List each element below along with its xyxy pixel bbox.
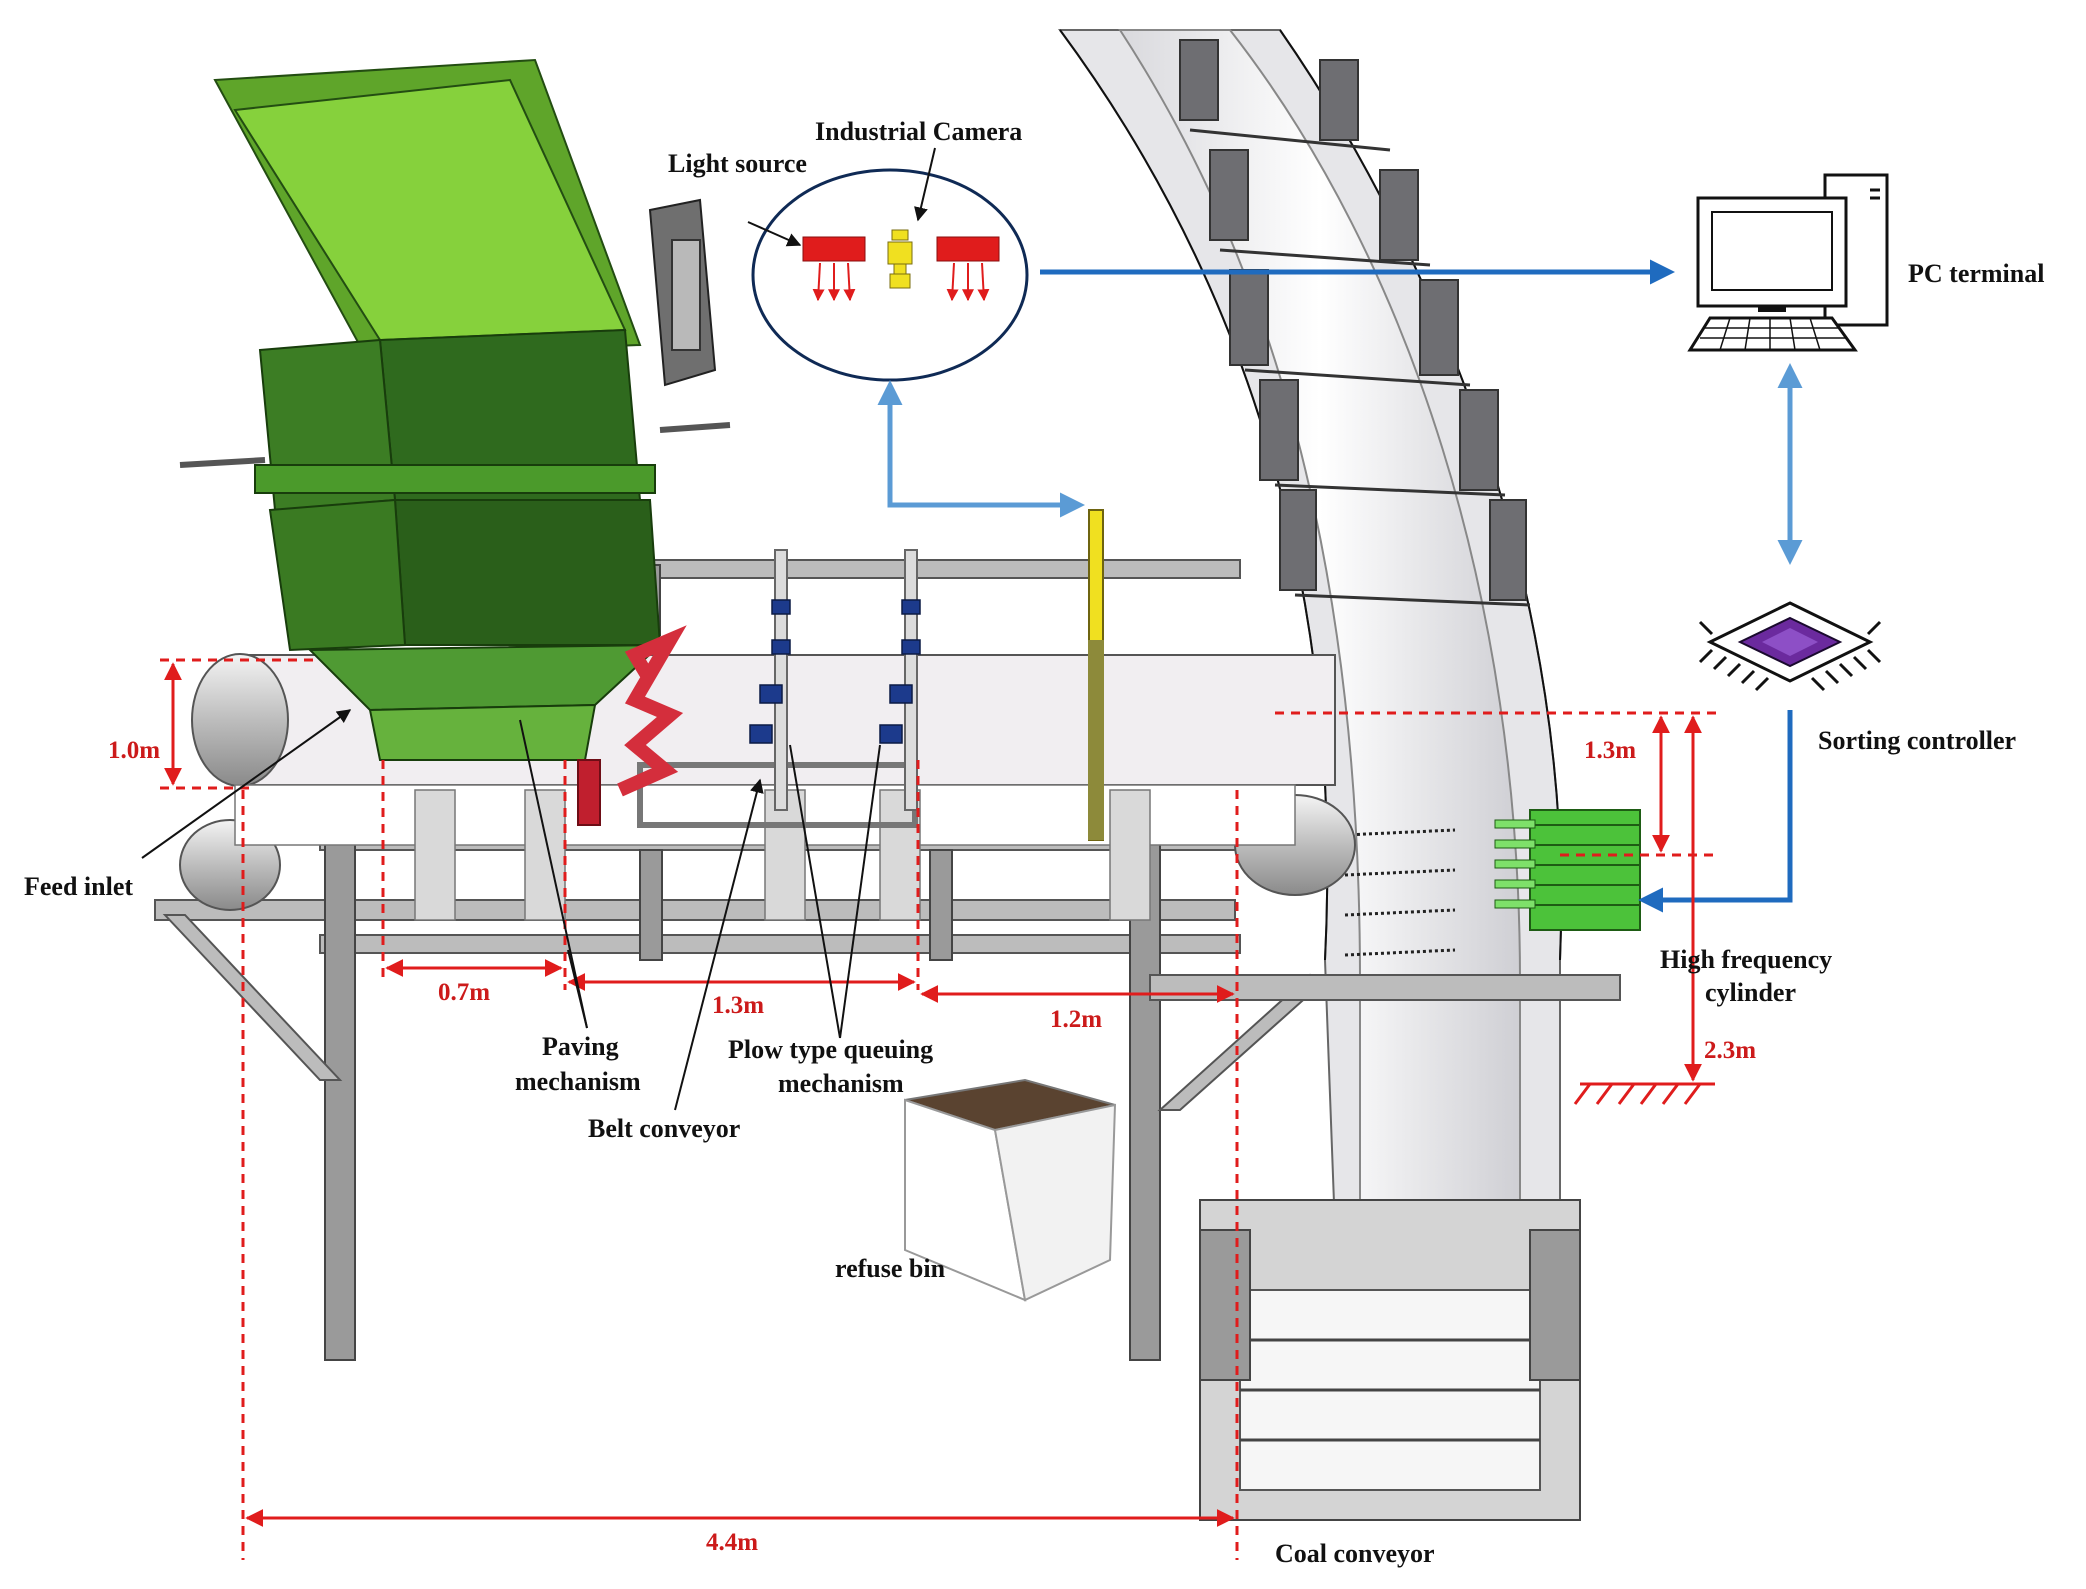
dim-ejector-height: 1.3m — [1584, 737, 1636, 764]
dim-paving-to-plow: 1.3m — [712, 992, 764, 1019]
sorting-controller-chip-icon — [1698, 601, 1882, 692]
label-coal-conveyor: Coal conveyor — [1275, 1539, 1435, 1568]
light-source-icon — [802, 236, 1000, 302]
label-paving-mechanism-1: Paving — [542, 1032, 619, 1061]
label-high-frequency-cylinder-2: cylinder — [1705, 978, 1796, 1007]
paving-mechanism — [577, 625, 687, 826]
label-belt-conveyor: Belt conveyor — [588, 1114, 740, 1143]
label-light-source: Light source — [668, 149, 807, 178]
hopper-motor — [648, 198, 717, 387]
dimension-values: 1.0m 1.3m 2.3m 0.7m 1.3m 1.2m 4.4m — [108, 737, 1756, 1556]
pc-terminal-icon — [1687, 173, 1889, 352]
dim-total-length: 4.4m — [706, 1529, 758, 1556]
label-refuse-bin: refuse bin — [835, 1254, 946, 1283]
labels: Industrial Camera Light source PC termin… — [24, 117, 2044, 1568]
dim-total-height: 2.3m — [1704, 1037, 1756, 1064]
feed-hopper — [179, 58, 731, 761]
callout-leaders — [141, 147, 936, 1111]
high-frequency-cylinder — [1494, 809, 1641, 931]
label-industrial-camera: Industrial Camera — [815, 117, 1022, 146]
label-high-frequency-cylinder-1: High frequency — [1660, 945, 1832, 974]
label-paving-mechanism-2: mechanism — [515, 1067, 641, 1096]
camera-post — [1088, 509, 1104, 841]
vision-unit — [751, 168, 1029, 382]
plow-queuing-mechanism — [749, 549, 921, 811]
dim-feed-to-paving: 0.7m — [438, 979, 490, 1006]
dim-plow-to-end: 1.2m — [1050, 1006, 1102, 1033]
industrial-camera-icon — [887, 229, 913, 289]
refuse-bin — [904, 1078, 1117, 1302]
label-feed-inlet: Feed inlet — [24, 872, 133, 901]
label-plow-queuing-1: Plow type queuing — [728, 1035, 933, 1064]
dim-belt-height: 1.0m — [108, 737, 160, 764]
label-pc-terminal: PC terminal — [1908, 259, 2044, 288]
dimension-lines — [160, 658, 1720, 1560]
label-plow-queuing-2: mechanism — [778, 1069, 904, 1098]
label-sorting-controller: Sorting controller — [1818, 726, 2016, 755]
